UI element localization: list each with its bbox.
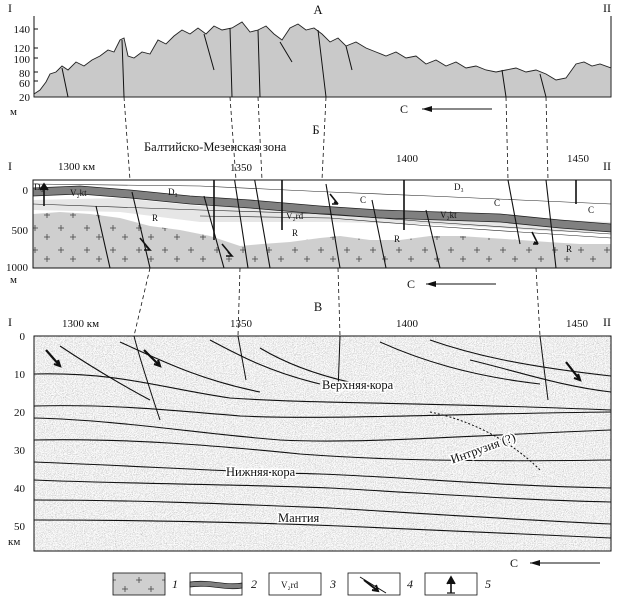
- seismic-faults: [133, 336, 549, 421]
- panel-b-x-tick-1300: 1300 км: [58, 161, 95, 173]
- unit-d3-2: D₃: [168, 187, 178, 197]
- panel-v-x-tick-1450: 1450: [566, 318, 589, 330]
- panel-a-y-axis: 140 120 100 80 60 20 м: [10, 24, 38, 118]
- panel-v-title: В: [314, 300, 322, 314]
- legend-item-5: 5: [424, 572, 491, 596]
- panel-a-tick-120: 120: [14, 43, 31, 55]
- panel-b-direction-arrow: С: [407, 277, 496, 291]
- panel-v-x-tick-1300: 1300 км: [62, 318, 99, 330]
- unit-r-3: R: [394, 234, 400, 244]
- panel-a-tick-20: 20: [19, 92, 31, 104]
- unit-v2rd: V₂rd: [286, 211, 304, 221]
- panel-b-title: Б: [312, 123, 319, 137]
- label-lower-crust: Нижняя кора: [226, 465, 296, 479]
- panel-v-seismic-section: В I II 1300 км 1350 1400 1450 0 10 20 30…: [8, 300, 612, 570]
- unit-c-1: C: [360, 195, 366, 205]
- panel-b-unit-labels: D₃ V₂kt D₃ R V₂rd R C D₃ V₂kt C C R R: [34, 182, 594, 254]
- panel-b-y-tick-500: 500: [12, 225, 29, 237]
- panel-v-direction-label: С: [510, 556, 518, 570]
- panel-b-right-label: II: [603, 159, 611, 173]
- legend-num-3: 3: [329, 577, 336, 591]
- panel-b-y-tick-0: 0: [23, 185, 29, 197]
- unit-v2kt-2: V₂kt: [440, 210, 457, 220]
- panel-v-x-tick-1350: 1350: [230, 318, 253, 330]
- panel-a-direction-label: С: [400, 102, 408, 116]
- basement-layer: [33, 212, 611, 268]
- legend-num-4: 4: [407, 577, 413, 591]
- label-mantle: Мантия: [278, 511, 320, 525]
- label-upper-crust: Верхняя кора: [322, 378, 394, 392]
- unit-v2kt-1: V₂kt: [70, 188, 87, 198]
- topography-profile: [33, 21, 612, 98]
- panel-v-y-tick-30: 30: [14, 445, 26, 457]
- unit-r-2: R: [292, 228, 298, 238]
- unit-c-3: C: [588, 205, 594, 215]
- unit-d3-1: D₃: [34, 182, 44, 192]
- legend-num-1: 1: [172, 577, 178, 591]
- panel-a-tick-100: 100: [14, 54, 31, 66]
- panel-a-y-unit: м: [10, 106, 17, 118]
- panel-b-y-tick-1000: 1000: [6, 262, 29, 274]
- legend-num-5: 5: [485, 577, 491, 591]
- panel-v-y-tick-50: 50: [14, 521, 26, 533]
- unit-c-2: C: [494, 198, 500, 208]
- panel-a-topography: А I II 140 120 100 80 60 20 м С: [8, 1, 612, 118]
- correlation-lines-bv: [133, 267, 541, 337]
- panel-b-direction-label: С: [407, 277, 415, 291]
- unit-r-1: R: [152, 213, 158, 223]
- panel-v-y-unit: км: [8, 536, 20, 548]
- panel-a-tick-140: 140: [14, 24, 31, 36]
- panel-v-direction-arrow: С: [510, 556, 600, 570]
- panel-v-y-tick-20: 20: [14, 407, 26, 419]
- panel-a-direction-arrow: С: [400, 102, 492, 116]
- unit-d3-3: D₃: [454, 182, 464, 192]
- legend-item-2: 2: [189, 572, 257, 596]
- panel-b-y-unit: м: [10, 274, 17, 286]
- panel-b-zone-label: Балтийско-Мезенская зона: [144, 140, 287, 154]
- intrusion-outline: [429, 411, 541, 471]
- panel-a-right-label: II: [603, 1, 611, 15]
- panel-a-left-label: I: [8, 1, 12, 15]
- panel-b-x-tick-1450: 1450: [567, 153, 590, 165]
- panel-b-x-tick-1400: 1400: [396, 153, 419, 165]
- legend-unit-index: V₂rd: [281, 580, 299, 590]
- seismic-noise-background: [34, 336, 611, 551]
- seismic-reflectors: [34, 339, 611, 539]
- legend-item-1: 1: [112, 572, 178, 596]
- panel-v-y-tick-40: 40: [14, 483, 26, 495]
- legend: 1 2 V₂rd 3 4 5: [112, 572, 491, 596]
- legend-item-4: 4: [347, 572, 413, 596]
- panel-v-y-axis: 0 10 20 30 40 50 км: [8, 331, 26, 548]
- panel-a-tick-60: 60: [19, 78, 31, 90]
- panel-b-left-label: I: [8, 159, 12, 173]
- panel-b-x-tick-1350: 1350: [230, 162, 253, 174]
- panel-b-geologic-section: Б Балтийско-Мезенская зона I II 1300 км …: [6, 123, 612, 291]
- panel-a-title: А: [313, 3, 322, 17]
- panel-v-y-tick-0: 0: [20, 331, 26, 343]
- panel-v-y-tick-10: 10: [14, 369, 26, 381]
- panel-v-left-label: I: [8, 315, 12, 329]
- panel-v-x-tick-1400: 1400: [396, 318, 419, 330]
- panel-a-tick-80: 80: [19, 68, 31, 80]
- panel-v-right-label: II: [603, 315, 611, 329]
- unit-r-4: R: [566, 244, 572, 254]
- legend-num-2: 2: [251, 577, 257, 591]
- legend-item-3: V₂rd 3: [268, 572, 336, 596]
- marker-horizon: [33, 185, 611, 233]
